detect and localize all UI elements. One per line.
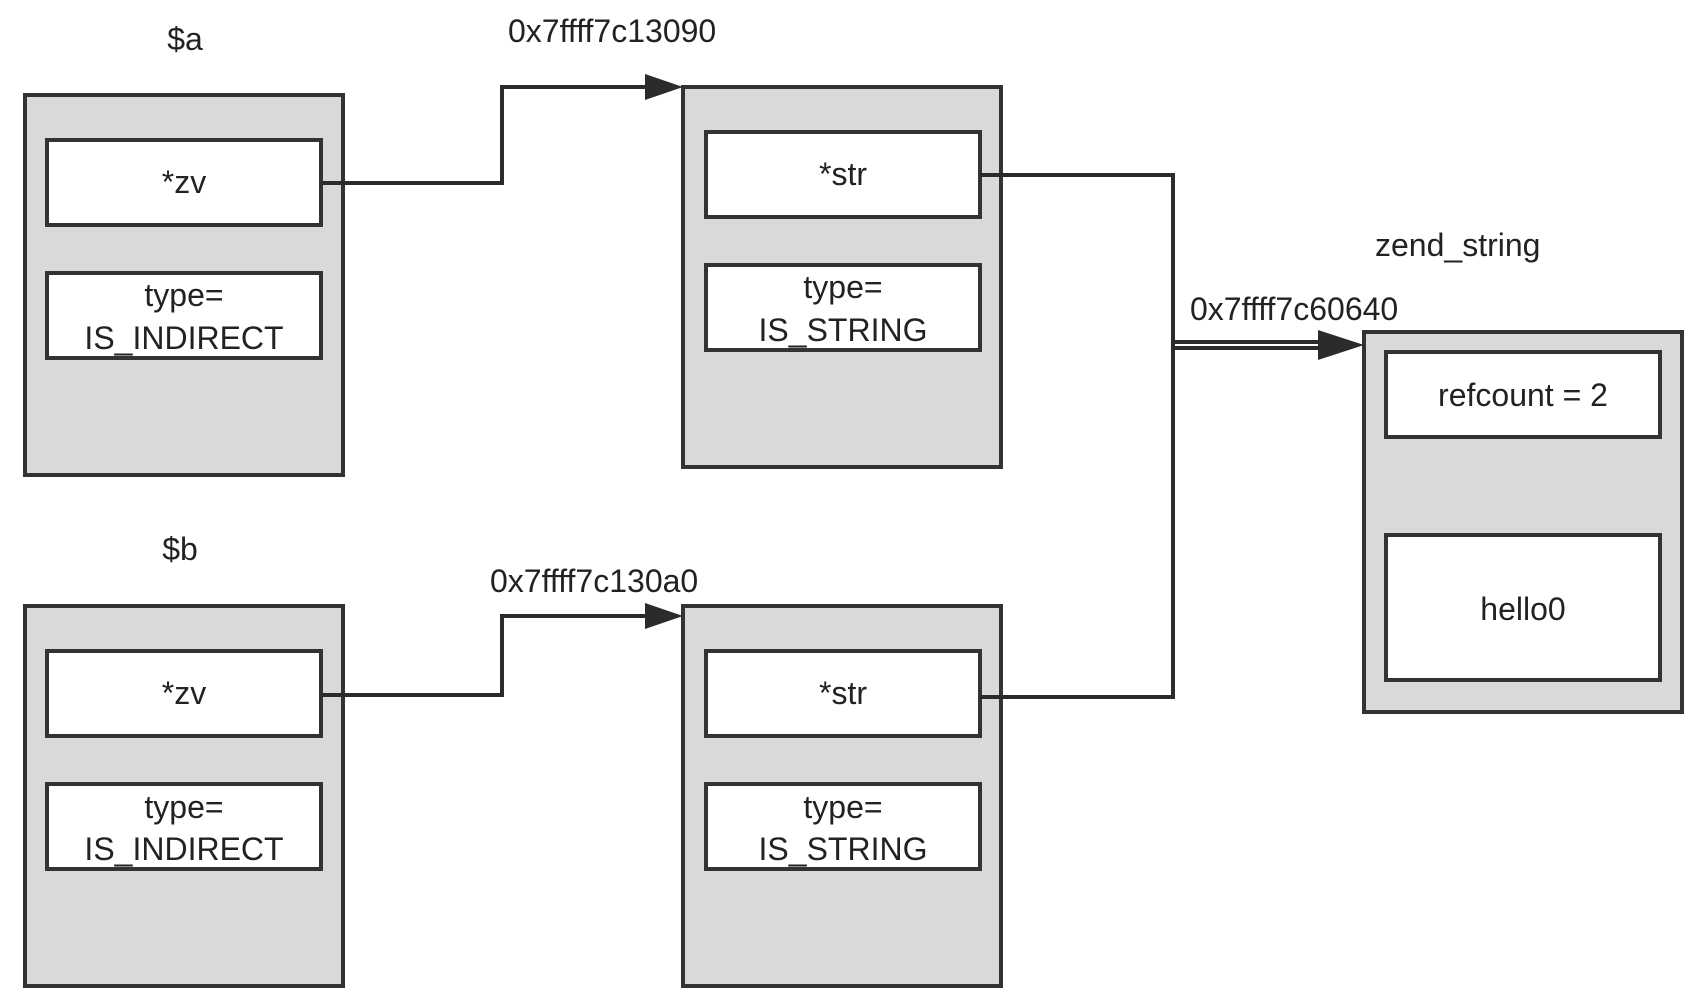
arrowhead-zend-string bbox=[1318, 330, 1364, 360]
string-type-value-b: IS_STRING bbox=[759, 831, 928, 867]
zv-pointer-field-b bbox=[45, 649, 323, 738]
zv-pointer-text-b: *zv bbox=[162, 675, 206, 711]
indirect-zval-a-box: *zv type= IS_INDIRECT bbox=[23, 93, 345, 477]
string-zval-a-box: *str type= IS_STRING bbox=[681, 85, 1003, 469]
type-value-b: IS_INDIRECT bbox=[84, 831, 283, 867]
connector-str-b-to-zend-string bbox=[980, 343, 1175, 699]
string-type-label-a: type= bbox=[803, 269, 882, 305]
var-b-label: $b bbox=[162, 531, 198, 567]
zend-string-box: refcount = 2 hello0 bbox=[1362, 330, 1684, 714]
address-zend-string-label: 0x7ffff7c60640 bbox=[1190, 291, 1398, 327]
string-type-label-b: type= bbox=[803, 789, 882, 825]
connector-zv-b-to-zval-b bbox=[321, 614, 648, 697]
type-value-a: IS_INDIRECT bbox=[84, 320, 283, 356]
refcount-field bbox=[1384, 350, 1662, 439]
str-pointer-field-b bbox=[704, 649, 982, 738]
str-pointer-text-a: *str bbox=[819, 156, 867, 192]
arrowhead-zval-a bbox=[645, 74, 683, 100]
string-type-field-b bbox=[704, 782, 982, 871]
type-label-b: type= bbox=[144, 789, 223, 825]
address-b-label: 0x7ffff7c130a0 bbox=[490, 563, 698, 599]
string-value-field bbox=[1384, 533, 1662, 682]
type-field-a bbox=[45, 271, 323, 360]
string-value-text: hello0 bbox=[1480, 591, 1565, 627]
string-type-field-a bbox=[704, 263, 982, 352]
arrowhead-zval-b bbox=[645, 603, 683, 629]
zv-pointer-field-a bbox=[45, 138, 323, 227]
var-a-label: $a bbox=[167, 21, 203, 57]
string-zval-b-box: *str type= IS_STRING bbox=[681, 604, 1003, 988]
type-field-b bbox=[45, 782, 323, 871]
str-pointer-text-b: *str bbox=[819, 675, 867, 711]
connector-str-a-to-zend-string bbox=[980, 173, 1328, 350]
type-label-a: type= bbox=[144, 277, 223, 313]
zend-string-label: zend_string bbox=[1375, 227, 1540, 263]
refcount-text: refcount = 2 bbox=[1438, 377, 1608, 413]
string-type-value-a: IS_STRING bbox=[759, 312, 928, 348]
address-a-label: 0x7ffff7c13090 bbox=[508, 13, 716, 49]
zv-pointer-text-a: *zv bbox=[162, 164, 206, 200]
str-pointer-field-a bbox=[704, 130, 982, 219]
connector-zv-a-to-zval-a bbox=[321, 85, 648, 185]
indirect-zval-b-box: *zv type= IS_INDIRECT bbox=[23, 604, 345, 988]
